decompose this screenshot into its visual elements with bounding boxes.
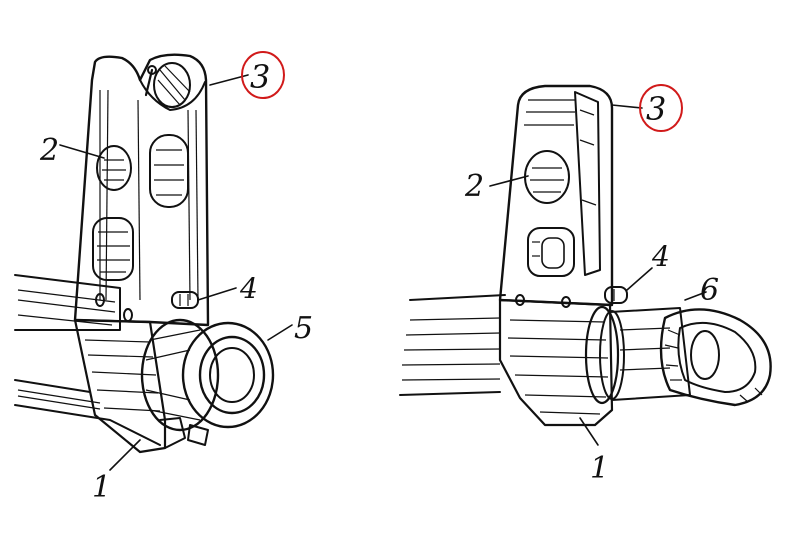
right-label-1: 1	[590, 451, 609, 486]
right-barrel	[399, 294, 691, 401]
left-label-5: 5	[294, 311, 313, 346]
right-muzzle-cap	[659, 308, 772, 407]
right-front-sight-drawing: 2 3 4 6 1	[399, 84, 772, 486]
right-label-3-highlight-circle	[639, 84, 683, 132]
right-leader-lines	[489, 104, 707, 446]
right-label-6: 6	[700, 273, 719, 308]
right-pin	[604, 286, 628, 304]
left-front-sight-drawing: 2 3 4 5 1	[14, 51, 313, 505]
left-pin	[171, 291, 199, 309]
right-clamp-ring	[584, 305, 625, 405]
left-sight-post	[73, 53, 210, 327]
left-muzzle-nut	[140, 318, 275, 432]
right-sight-base	[498, 298, 614, 427]
left-barrel	[14, 274, 161, 446]
left-leader-lines	[59, 74, 293, 471]
right-label-4: 4	[651, 240, 670, 273]
right-sight-post	[498, 84, 614, 308]
left-label-1: 1	[92, 470, 111, 505]
left-label-3-highlight-circle	[241, 51, 285, 99]
left-label-2: 2	[39, 133, 59, 168]
right-label-2: 2	[464, 169, 484, 204]
left-label-3: 3	[250, 58, 270, 96]
right-label-3: 3	[646, 90, 666, 128]
left-label-4: 4	[239, 272, 258, 305]
